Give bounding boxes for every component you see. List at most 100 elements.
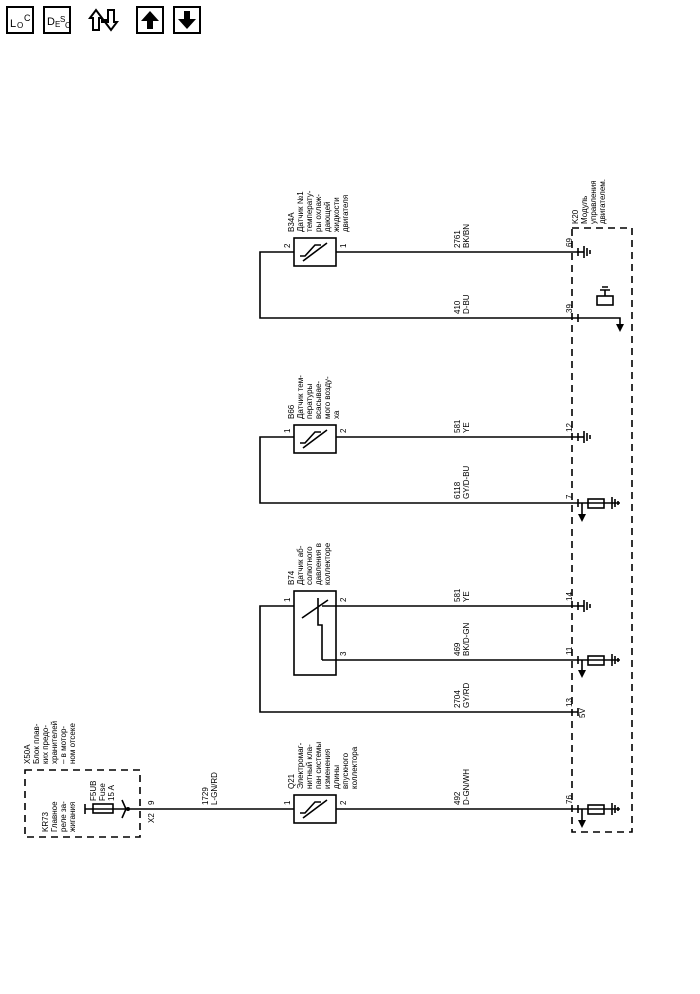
diagram-text: 581 [453,419,462,433]
description-button[interactable]: D E S C [43,6,71,34]
diagram-text: GY/D-BU [462,465,471,499]
iat-sensor-label: B66 Датчик тем- пературы всасывае- мого … [287,375,341,419]
diagram-text: Блок плав- [32,723,41,764]
map-pin-2: 2 [339,597,348,602]
ground-icon-69 [578,246,591,258]
map-wire-469-label: 469 BK/D-GN [453,622,471,656]
ground-icon-12 [578,431,591,443]
diagram-text: Fuse [98,783,107,801]
ect-pin-1: 1 [339,243,348,248]
diagram-text: K20 [571,209,580,224]
ecm-pin-76: 76 [565,795,574,804]
iat-thermistor-symbol [300,429,328,449]
diagram-text: Q21 [287,773,296,789]
diagram-text: YE [462,591,471,602]
diagram-text: Датчик аб- [296,545,305,585]
arrow-down-icon [178,11,196,29]
diagram-text: 469 [453,642,462,656]
ground-icon-11 [611,654,619,666]
ecm-pin-39: 39 [565,304,574,313]
diagram-text: двигателем. [598,179,607,224]
diagram-text: KR73 [41,811,50,832]
ground-icon-7 [611,497,619,509]
diagram-text: BK/BN [462,224,471,248]
diagram-text: 410 [453,300,462,314]
solenoid-symbol [300,799,328,819]
diagram-text: Датчик №1 [296,191,305,232]
desc-letter-c: C [65,21,71,30]
diagram-text: Датчик тем- [296,375,305,419]
diagram-text: реле за- [59,801,68,832]
relay-label: KR73 Главное реле за- жигания [41,801,77,832]
diagram-text: ном отсеке [68,723,77,764]
ecm-box [571,227,633,833]
diagram-text: мого возду- [323,376,332,419]
ecm-pin-13: 13 [565,698,574,707]
diagram-text: коллекторе [323,542,332,585]
diagram-text: хранителей [50,721,59,764]
arrow-down-icon-39 [616,324,624,332]
splice-dots [126,807,130,811]
diagram-text: управления [589,180,598,224]
diagram-text: 6118 [453,481,462,499]
diagram-text: – в мотор- [59,726,68,764]
loc-letter-c: C [24,13,31,23]
page-down-button[interactable] [173,6,201,34]
solenoid-pin-1: 1 [283,800,292,805]
diagram-text: B34A [287,212,296,232]
diagram-text: X50A [23,744,32,764]
fuse-f5ub-label: F5UB Fuse 15 A [89,781,116,801]
connector-swap-icon [88,8,119,32]
diagram-text: GY/RD [462,682,471,708]
ecm-resistor-39 [596,295,614,306]
ecm-pin-11: 11 [565,646,574,655]
diagram-text: D-BU [462,294,471,314]
diagram-text: 2704 [453,690,462,708]
page-up-button[interactable] [136,6,164,34]
iat-pin-2: 2 [339,428,348,433]
location-button[interactable]: L O C [6,6,34,34]
map-sensor-symbol [301,598,329,660]
diagram-text: двигателя [341,195,350,232]
diagram-text: жидкости [332,197,341,232]
map-pin-3: 3 [339,651,348,656]
map-sensor-label: B74 Датчик аб- солютного давления в колл… [287,542,332,585]
diagram-text: 15 A [107,784,116,801]
connector-swap-button[interactable] [88,6,119,34]
ect-sensor-label: B34A Датчик №1 температу- ры охлаж- дающ… [287,190,350,232]
diagram-text: ры охлаж- [314,194,323,232]
ecm-5v-label: 5V [578,708,587,718]
ecm-label: K20 Модуль управления двигателем. [571,179,607,224]
diagram-text: B74 [287,570,296,585]
ecm-pin-14: 14 [565,592,574,601]
arrow-down-icon-7 [578,514,586,522]
solenoid-wire-492-label: 492 D-GN/WH [453,769,471,805]
diagram-text: Электромаг- [296,742,305,789]
ect-wire-410 [259,251,578,319]
diagram-text: YE [462,422,471,433]
connector-x2-pin: 9 [147,800,156,805]
diagram-text: 492 [453,791,462,805]
fuse-f5ub-symbol [92,803,114,814]
ect-thermistor-symbol [300,242,328,262]
diagram-text: 581 [453,588,462,602]
diagram-text: B66 [287,404,296,419]
diagram-text: F5UB [89,781,98,801]
diagram-text: ха [332,410,341,419]
diagram-text: всасывае- [314,381,323,419]
diagram-text: длины [332,765,341,789]
diagram-text: пан системы [314,742,323,789]
diagram-text: 2761 [453,230,462,248]
iat-sensor-box [293,424,337,454]
ecm-pin-7: 7 [565,494,574,499]
signal-arrows [578,324,624,828]
fuse-block-box [24,769,141,838]
desc-letter-s: S [60,15,66,24]
feed-wire-1729-label: 1729 L-GN/RD [201,772,219,805]
ground-icon-14 [578,600,591,612]
toolbar: L O C D E S C [6,6,206,36]
map-wire-2704 [259,605,578,713]
solenoid-pin-2: 2 [339,800,348,805]
diagram-text: Главное [50,801,59,832]
